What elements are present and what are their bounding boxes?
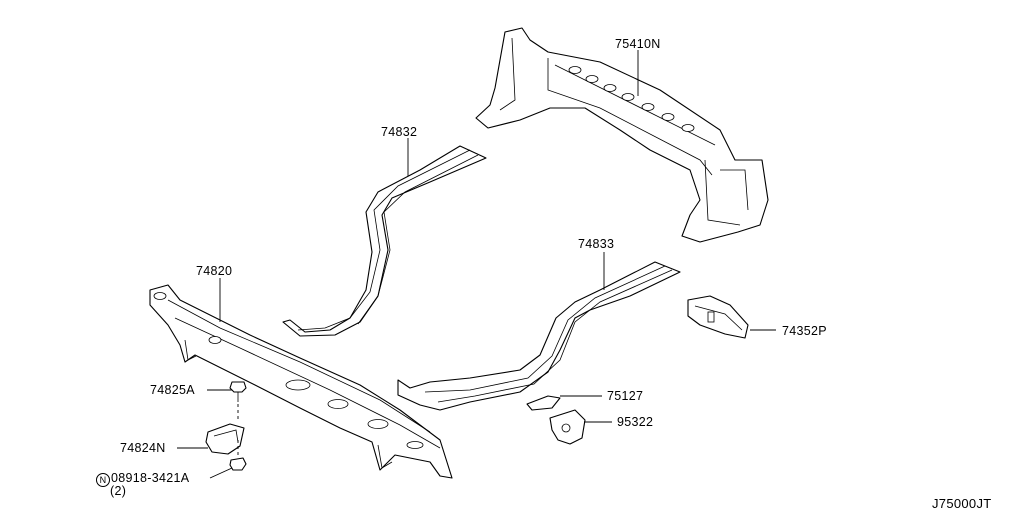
part-08918-3421a-nut[interactable]: [229, 457, 247, 471]
label-74352p[interactable]: 74352P: [782, 324, 827, 338]
diagram-code: J75000JT: [932, 496, 992, 511]
label-74820[interactable]: 74820: [196, 264, 233, 278]
label-74833[interactable]: 74833: [578, 237, 615, 251]
part-75127-plate[interactable]: [526, 395, 561, 411]
label-74825a[interactable]: 74825A: [150, 383, 195, 397]
part-74825a-bolt[interactable]: [229, 381, 247, 402]
leader-lines: [177, 50, 776, 479]
label-75410n[interactable]: 75410N: [615, 37, 661, 51]
label-95322[interactable]: 95322: [617, 415, 654, 429]
part-74833-member[interactable]: [397, 261, 681, 411]
label-08918-3421a-text: 08918-3421A: [111, 471, 190, 485]
label-08918-qty: (2): [110, 484, 127, 498]
n-prefix-badge: N: [96, 473, 110, 487]
part-75410n-cross-member[interactable]: [475, 27, 769, 243]
part-74352p-bracket[interactable]: [687, 295, 749, 339]
label-74832[interactable]: 74832: [381, 125, 418, 139]
part-74824n-bracket[interactable]: [205, 423, 245, 455]
part-95322-bracket[interactable]: [549, 409, 586, 445]
part-74832-member[interactable]: [282, 145, 487, 337]
part-74820-cross-member[interactable]: [149, 284, 453, 479]
label-75127[interactable]: 75127: [607, 389, 644, 403]
label-74824n[interactable]: 74824N: [120, 441, 166, 455]
